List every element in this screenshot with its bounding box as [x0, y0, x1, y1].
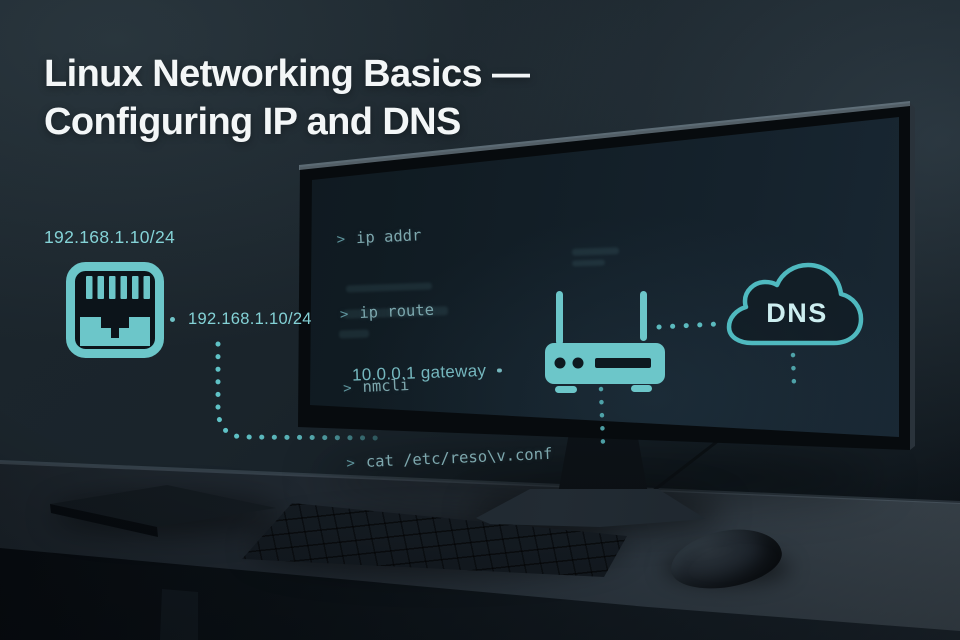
title-line-1: Linux Networking Basics —: [44, 53, 530, 95]
faint-text-line: [571, 259, 606, 267]
router-icon: [545, 291, 665, 393]
terminal-command: cat /etc/reso\v.conf: [365, 444, 553, 471]
ip-address-label-top: 192.168.1.10/24: [44, 227, 176, 247]
ip-address-text: 192.168.1.10/24: [188, 310, 312, 328]
dns-label: DNS: [766, 298, 828, 328]
ethernet-port-icon: [66, 262, 164, 358]
prompt-chevron-icon: >: [336, 231, 346, 248]
title-line-2: Configuring IP and DNS: [44, 101, 461, 143]
ip-address-label-mid: 192.168.1.10/24: [170, 310, 312, 329]
prompt-chevron-icon: >: [346, 454, 356, 472]
page-title: Linux Networking Basics — Configuring IP…: [44, 50, 624, 146]
dns-cloud-icon: DNS: [726, 262, 864, 346]
terminal-command: ip addr: [355, 226, 422, 248]
connector-dot: [497, 368, 502, 373]
faint-text-line: [338, 329, 370, 339]
connector-dot: [170, 317, 175, 322]
terminal-line: > ip addr: [336, 218, 543, 252]
prompt-chevron-icon: >: [342, 380, 352, 397]
terminal-output: >ip addr >ip route >nmcli >cat /etc/reso…: [334, 169, 555, 525]
terminal-line: > cat /etc/reso\v.conf: [346, 441, 553, 475]
